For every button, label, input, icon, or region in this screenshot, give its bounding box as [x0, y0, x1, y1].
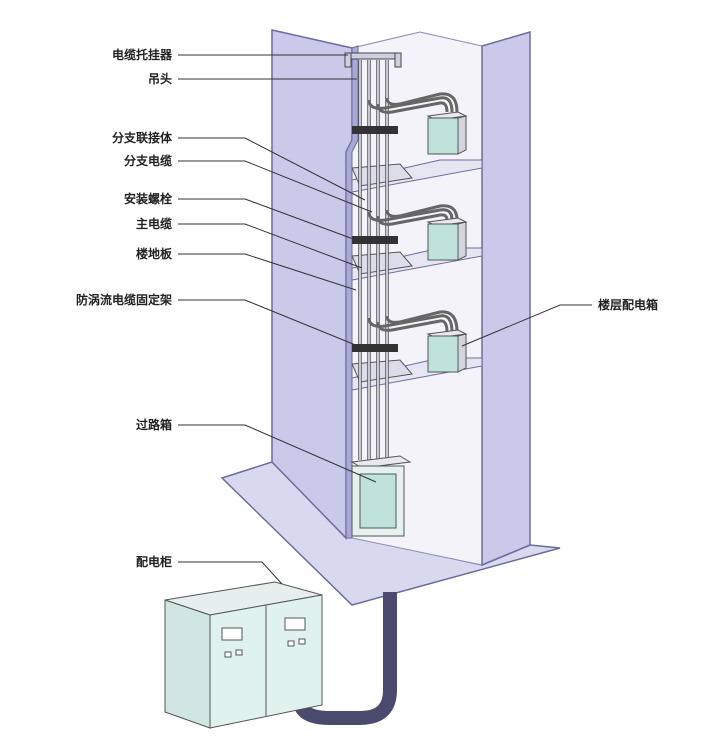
left-wall [271, 29, 353, 540]
left-wall-edge [345, 45, 359, 539]
cable-hanger [344, 52, 402, 68]
label-branch-connector: 分支联接体 [112, 130, 173, 145]
feeder-cable [293, 592, 397, 725]
anti-eddy-brackets [352, 126, 398, 352]
leader-lines [178, 54, 592, 585]
label-mounting-bolt: 安装螺栓 [124, 191, 172, 206]
label-floor-slab: 楼地板 [136, 246, 173, 261]
label-floor-distribution-box: 楼层配电箱 [598, 297, 658, 312]
label-switchgear: 配电柜 [136, 554, 172, 569]
label-hanging-head: 吊头 [148, 71, 172, 86]
label-pass-box: 过路箱 [136, 417, 172, 432]
label-anti-eddy-bracket: 防涡流电缆固定架 [76, 292, 172, 307]
label-cable-hanger: 电缆托挂器 [112, 47, 173, 62]
label-main-cable: 主电缆 [136, 216, 172, 231]
switchgear-cabinet [164, 581, 323, 729]
branch-cables [367, 92, 459, 333]
cable-base-plates [351, 163, 413, 383]
right-wall [481, 31, 531, 567]
pass-box [350, 455, 412, 537]
label-branch-cable: 分支电缆 [124, 153, 172, 168]
floor-distribution-boxes [426, 111, 468, 373]
